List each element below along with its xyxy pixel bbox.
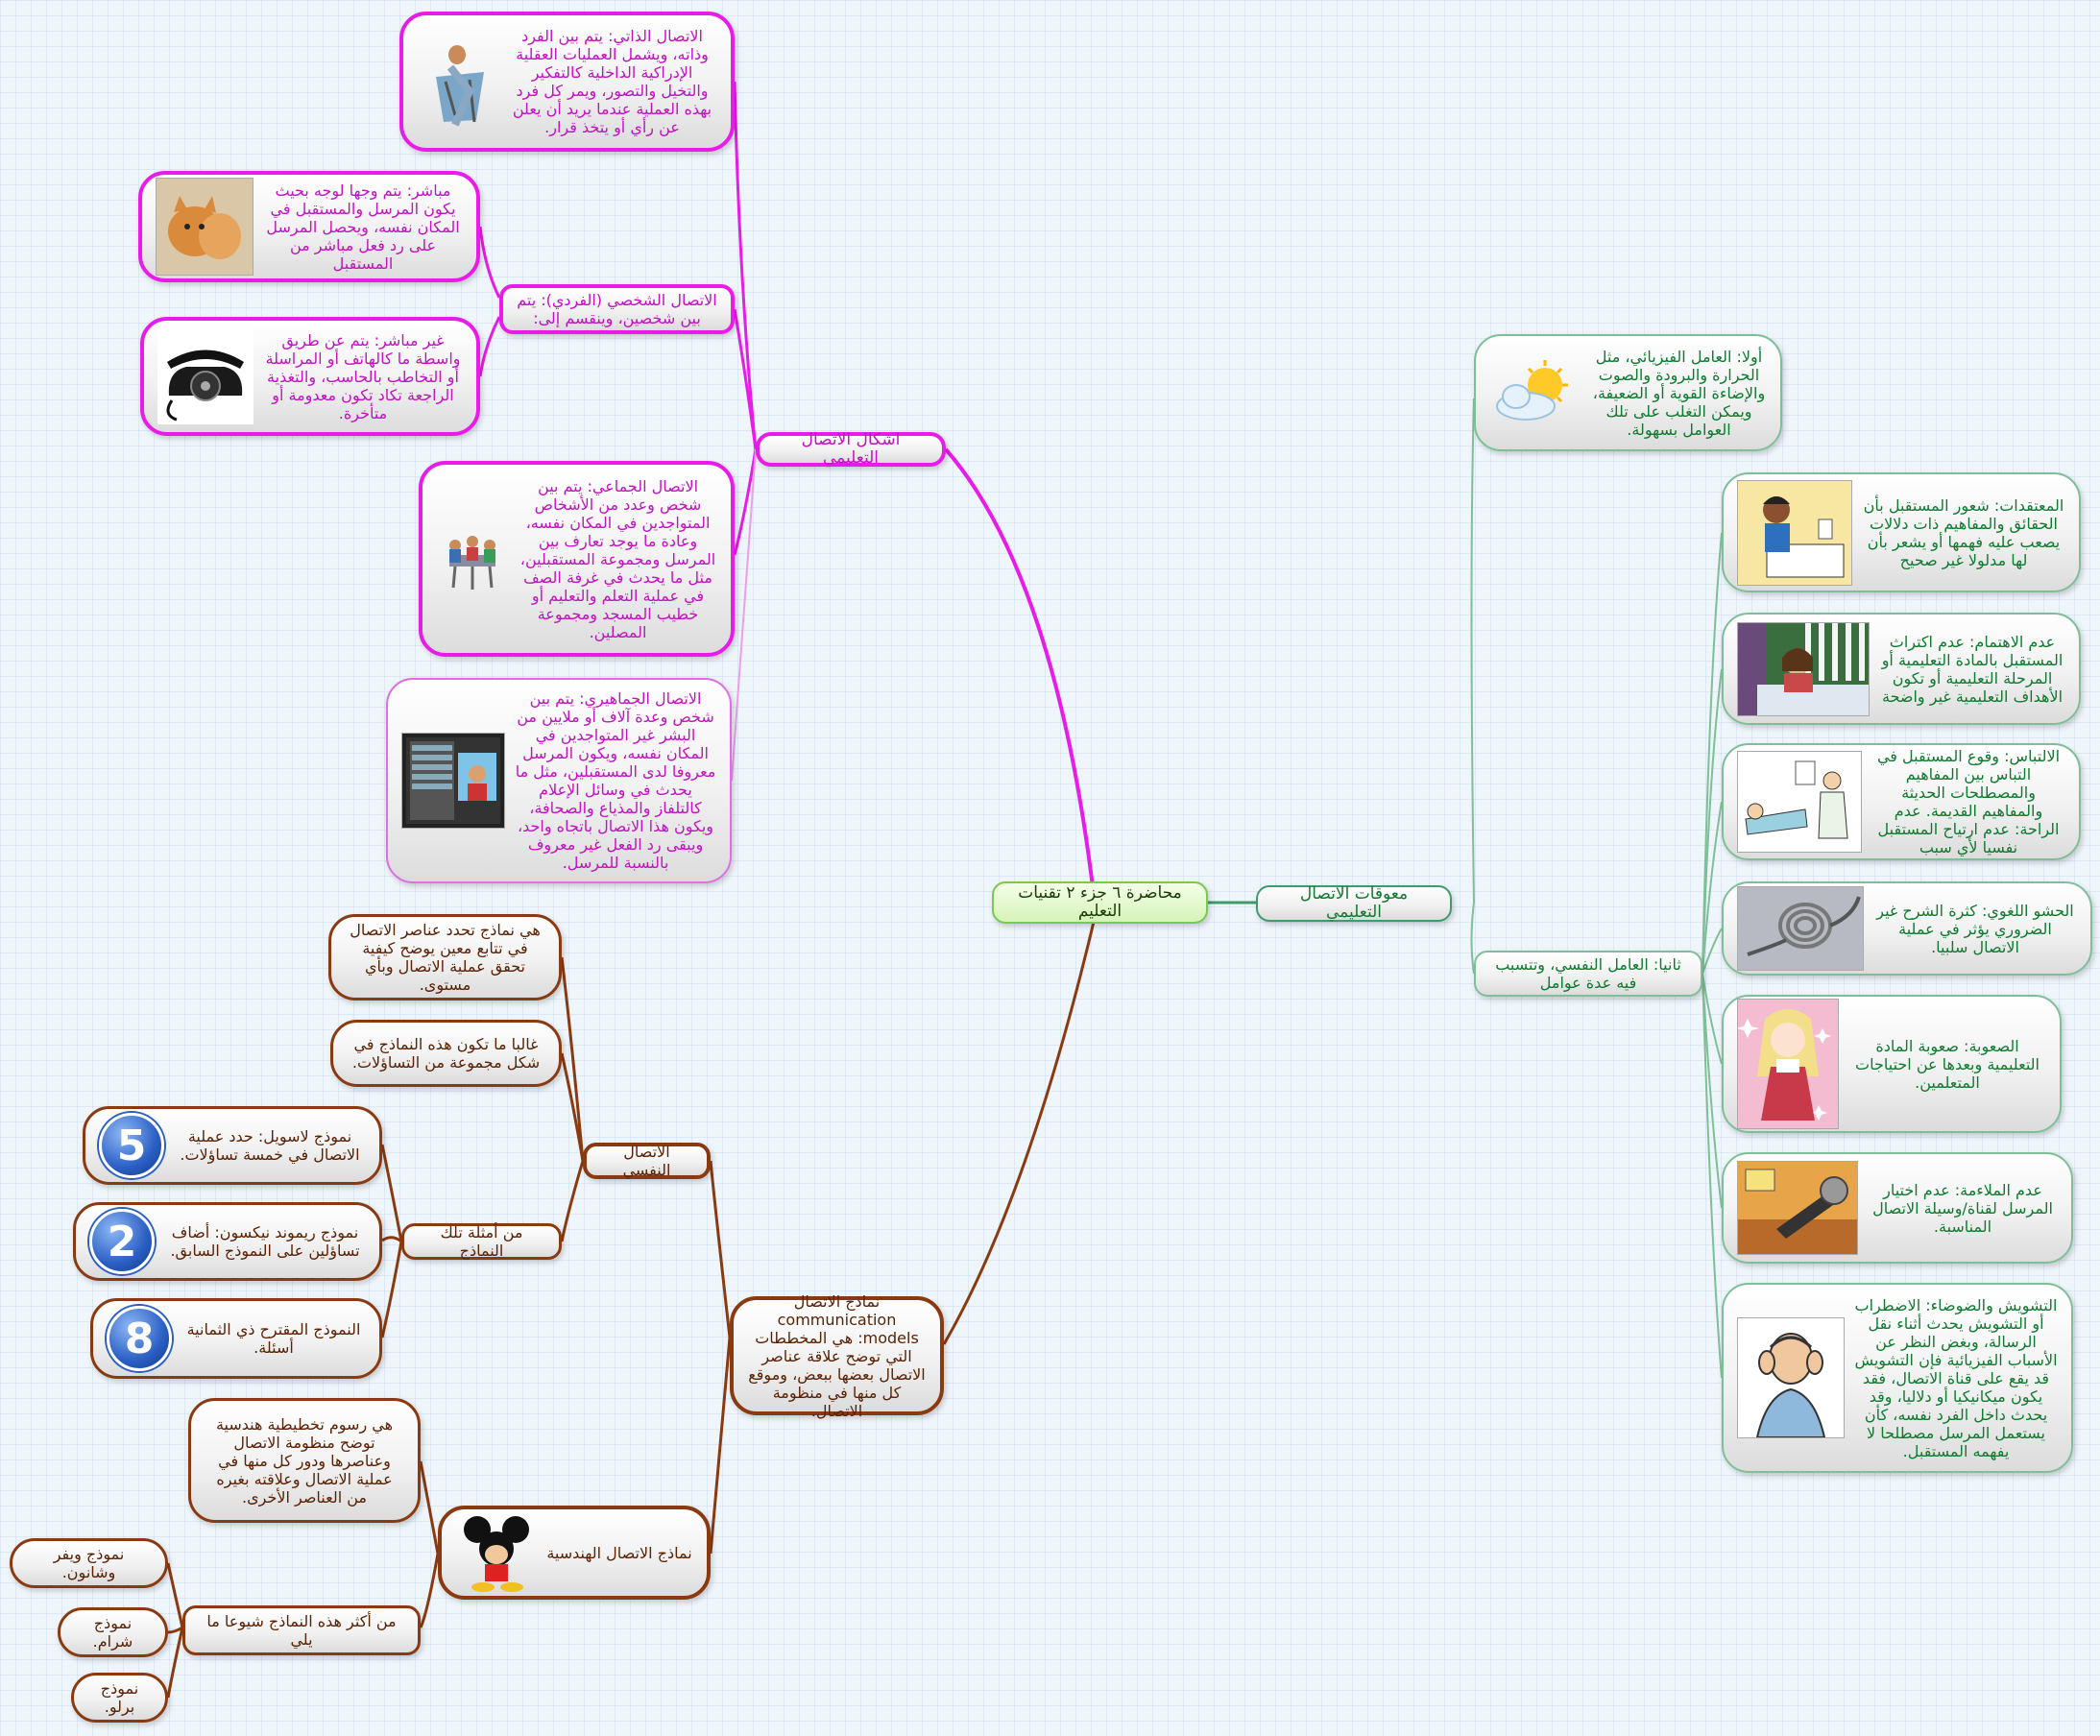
anime-girl-image xyxy=(1737,999,1839,1129)
node-text: أولا: العامل الفيزيائي، مثل الحرارة والب… xyxy=(1592,347,1766,439)
node-psych-model-definition[interactable]: هي نماذج تحدد عناصر الاتصال في تتابع معي… xyxy=(328,914,562,1001)
node-label: نماذج الاتصال الهندسية xyxy=(546,1543,692,1562)
node-text: نموذج لاسويل: حدد عملية الاتصال في خمسة … xyxy=(180,1127,360,1164)
node-common-models[interactable]: من أكثر هذه النماذج شيوعا ما يلي xyxy=(182,1605,421,1655)
node-verbosity[interactable]: الحشو اللغوي: كثرة الشرح غير الضروري يؤث… xyxy=(1722,881,2092,976)
node-text: هي نماذج تحدد عناصر الاتصال في تتابع معي… xyxy=(350,921,541,994)
link-root-models xyxy=(942,917,1097,1345)
node-text: غالبا ما تكون هذه النماذج في شكل مجموعة … xyxy=(351,1035,541,1072)
kittens-image xyxy=(156,178,253,276)
node-engineering-models[interactable]: نماذج الاتصال الهندسية xyxy=(438,1506,711,1600)
node-personal-communication[interactable]: الاتصال الشخصي (الفردي): يتم بين شخصين، … xyxy=(499,284,735,334)
node-text: غير مباشر: يتم عن طريق واسطة ما كالهاتف … xyxy=(265,330,461,422)
node-text: عدم الاهتمام: عدم اكتراث المستقبل بالماد… xyxy=(1881,632,2064,706)
node-text: عدم الملاءمة: عدم اختيار المرسل لقناة/وس… xyxy=(1872,1180,2053,1236)
node-text: النموذج المقترح ذي الثمانية أسئلة. xyxy=(186,1320,361,1357)
cable-coil-image xyxy=(1737,886,1864,971)
node-text: الاتصال الجماهيري: يتم بين شخص وعدة آلاف… xyxy=(515,689,716,872)
root-label: محاضرة ٦ جزء ٢ تقنيات التعليم xyxy=(1018,883,1182,921)
node-mass-communication[interactable]: الاتصال الجماهيري: يتم بين شخص وعدة آلاف… xyxy=(386,678,732,883)
node-text: المعتقدات: شعور المستقبل بأن الحقائق وال… xyxy=(1863,495,2064,569)
node-difficulty[interactable]: الصعوبة: صعوبة المادة التعليمية وبعدها ع… xyxy=(1722,995,2062,1133)
patient-doctor-image xyxy=(1737,751,1862,853)
node-nixon-model[interactable]: نموذج ريموند نيكسون: أضاف تساؤلين على ال… xyxy=(73,1202,382,1281)
node-label: من أمثلة تلك النماذج xyxy=(440,1223,523,1260)
number-5-badge-icon: 5 xyxy=(99,1113,164,1178)
node-text: التشويش والضوضاء: الاضطراب أو التشويش يح… xyxy=(1854,1295,2058,1460)
node-psychological-model[interactable]: الاتصال النفسي xyxy=(583,1143,711,1179)
node-text: الاتصال الذاتي: يتم بين الفرد وذاته، ويش… xyxy=(512,27,712,136)
node-weaver-shannon-model[interactable]: نموذج ويفر وشانون. xyxy=(10,1538,168,1588)
node-psychological-factor[interactable]: ثانيا: العامل النفسي، وتتسبب فيه عدة عوا… xyxy=(1474,951,1702,997)
branch-label: اشكال الاتصال التعليمي xyxy=(801,430,901,468)
node-noise[interactable]: التشويش والضوضاء: الاضطراب أو التشويش يح… xyxy=(1722,1283,2073,1473)
node-text: مباشر: يتم وجها لوجه بحيث يكون المرسل وا… xyxy=(266,181,460,273)
meeting-group-image xyxy=(436,520,509,597)
node-confusion-discomfort[interactable]: الالتباس: وقوع المستقبل في التباس بين ال… xyxy=(1722,743,2081,860)
branch-label: معوقات الاتصال التعليمي xyxy=(1299,884,1409,922)
covering-ears-man-image xyxy=(1737,1317,1845,1438)
node-text: نموذج برلو. xyxy=(100,1679,139,1716)
node-berlo-model[interactable]: نموذج برلو. xyxy=(71,1673,168,1723)
relaxing-person-image xyxy=(417,34,497,130)
node-label: من أكثر هذه النماذج شيوعا ما يلي xyxy=(206,1612,397,1649)
node-schramm-model[interactable]: نموذج شرام. xyxy=(58,1607,168,1657)
number-2-badge-icon: 2 xyxy=(89,1209,155,1274)
node-eight-question-model[interactable]: النموذج المقترح ذي الثمانية أسئلة. 8 xyxy=(90,1298,382,1379)
root-topic[interactable]: محاضرة ٦ جزء ٢ تقنيات التعليم xyxy=(992,881,1208,924)
node-text: الحشو اللغوي: كثرة الشرح غير الضروري يؤث… xyxy=(1876,901,2074,956)
node-model-examples[interactable]: من أمثلة تلك النماذج xyxy=(401,1223,562,1260)
node-psych-model-questions[interactable]: غالبا ما تكون هذه النماذج في شكل مجموعة … xyxy=(330,1020,562,1087)
node-text: نموذج شرام. xyxy=(92,1614,133,1651)
cartoon-mouse-image xyxy=(456,1512,537,1593)
tv-screen-image xyxy=(401,733,505,829)
node-text: الاتصال الجماعي: يتم بين شخص وعدد من الأ… xyxy=(519,476,716,641)
node-label: الاتصال النفسي xyxy=(622,1143,671,1179)
node-beliefs[interactable]: المعتقدات: شعور المستقبل بأن الحقائق وال… xyxy=(1722,472,2081,592)
node-text: الالتباس: وقوع المستقبل في التباس بين ال… xyxy=(1876,747,2061,856)
node-group-communication[interactable]: الاتصال الجماعي: يتم بين شخص وعدد من الأ… xyxy=(419,461,735,657)
link-root-forms xyxy=(944,447,1097,904)
node-lack-of-interest[interactable]: عدم الاهتمام: عدم اكتراث المستقبل بالماد… xyxy=(1722,613,2081,725)
rotary-phone-image xyxy=(157,328,253,424)
node-lasswell-model[interactable]: نموذج لاسويل: حدد عملية الاتصال في خمسة … xyxy=(83,1106,382,1185)
node-text: ثانيا: العامل النفسي، وتتسبب فيه عدة عوا… xyxy=(1495,955,1681,992)
thinking-student-image xyxy=(1737,479,1852,586)
node-physical-factor[interactable]: أولا: العامل الفيزيائي، مثل الحرارة والب… xyxy=(1474,334,1782,451)
node-text: نموذج ريموند نيكسون: أضاف تساؤلين على ال… xyxy=(170,1223,360,1260)
sun-cloud-icon xyxy=(1489,358,1581,427)
node-communication-models[interactable]: نماذج الاتصال communication models: هي ا… xyxy=(730,1292,944,1420)
node-unsuitability[interactable]: عدم الملاءمة: عدم اختيار المرسل لقناة/وس… xyxy=(1722,1152,2073,1264)
node-indirect-communication[interactable]: غير مباشر: يتم عن طريق واسطة ما كالهاتف … xyxy=(140,317,480,436)
node-engineering-definition[interactable]: هي رسوم تخطيطية هندسية توضح منظومة الاتص… xyxy=(188,1398,421,1523)
microphone-image xyxy=(1737,1161,1858,1255)
branch-communication-forms[interactable]: اشكال الاتصال التعليمي xyxy=(756,430,946,468)
node-text: نموذج ويفر وشانون. xyxy=(53,1545,125,1581)
node-self-communication[interactable]: الاتصال الذاتي: يتم بين الفرد وذاته، ويش… xyxy=(399,12,735,152)
branch-communication-obstacles[interactable]: معوقات الاتصال التعليمي xyxy=(1256,885,1452,922)
node-text: هي رسوم تخطيطية هندسية توضح منظومة الاتص… xyxy=(215,1414,394,1507)
bored-student-image xyxy=(1737,621,1870,716)
node-text: الاتصال الشخصي (الفردي): يتم بين شخصين، … xyxy=(517,291,717,327)
node-text: الصعوبة: صعوبة المادة التعليمية وبعدها ع… xyxy=(1855,1036,2040,1092)
node-direct-communication[interactable]: مباشر: يتم وجها لوجه بحيث يكون المرسل وا… xyxy=(138,171,480,282)
number-8-badge-icon: 8 xyxy=(107,1306,172,1371)
node-text: نماذج الاتصال communication models: هي ا… xyxy=(748,1291,926,1420)
